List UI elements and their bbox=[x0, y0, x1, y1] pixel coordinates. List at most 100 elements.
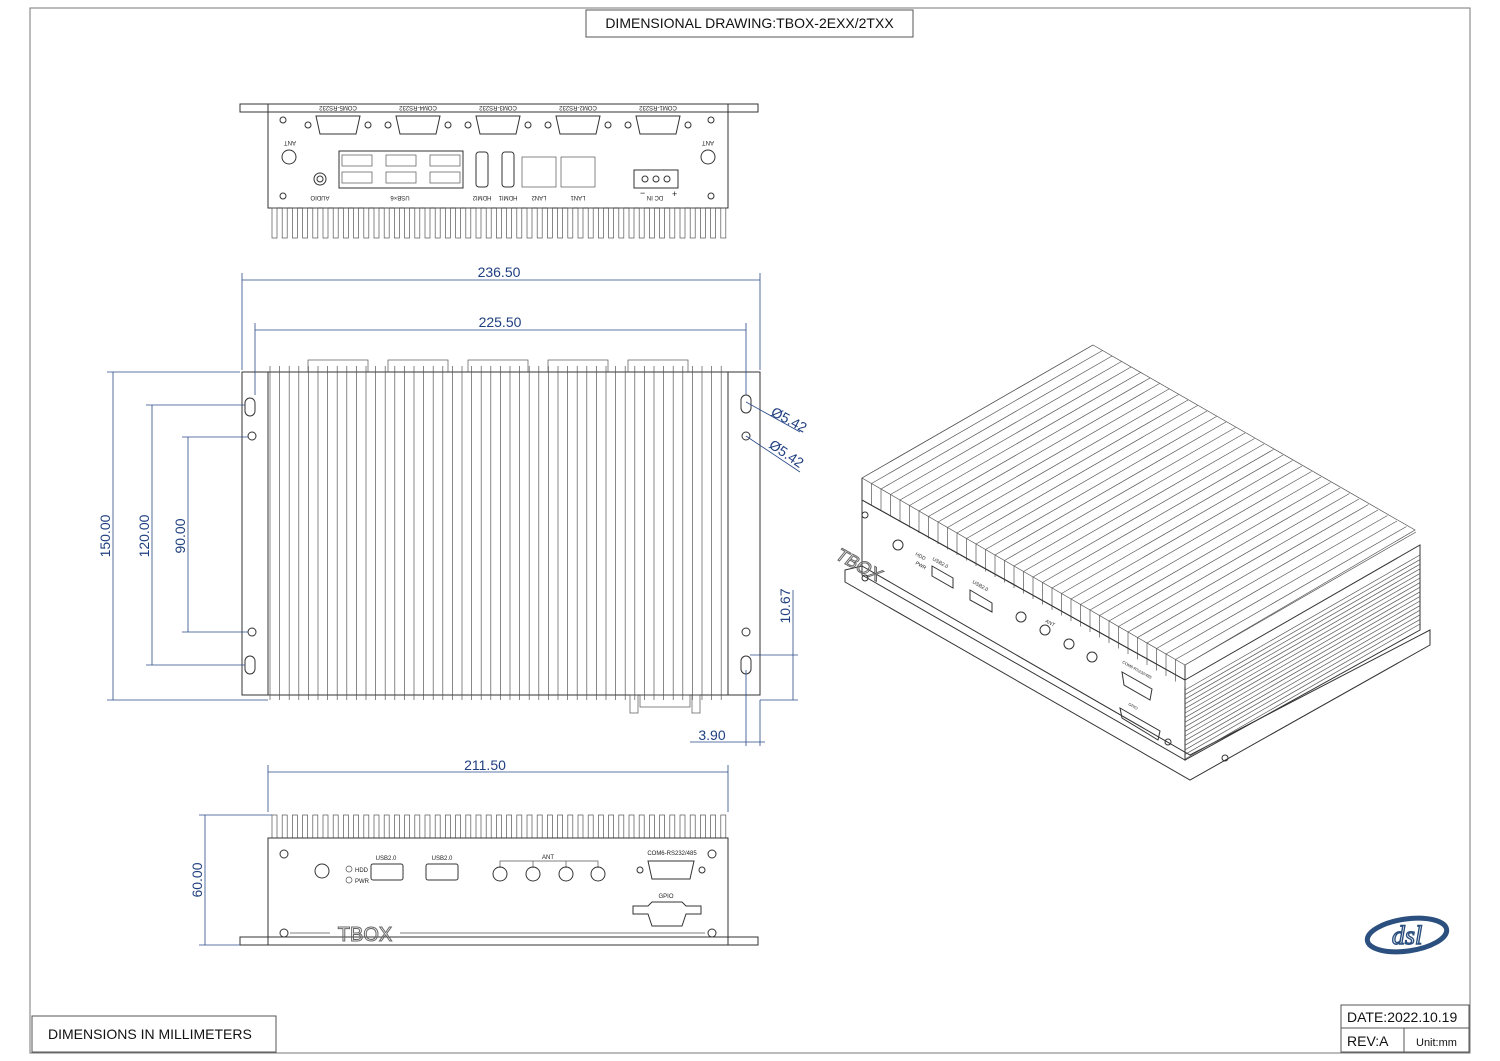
heatsink-fin bbox=[404, 207, 410, 239]
front-dimensions: 211.50 60.00 bbox=[189, 757, 729, 946]
heatsink-fin bbox=[332, 207, 339, 239]
heatsink-fin bbox=[455, 207, 461, 239]
heatsink-fin bbox=[700, 814, 706, 839]
heatsink-fin bbox=[649, 207, 655, 239]
screw-icon bbox=[544, 121, 552, 129]
hdmi2-label: HDMI2 bbox=[472, 194, 491, 200]
gpio-label: GPIO bbox=[658, 894, 673, 900]
dim-front-width: 211.50 bbox=[464, 757, 506, 773]
dim-hole-dia-1: Ø5.42 bbox=[769, 404, 810, 436]
units-note: DIMENSIONS IN MILLIMETERS bbox=[48, 1026, 252, 1042]
db9-connector-icon bbox=[555, 115, 601, 135]
heatsink-fin bbox=[394, 814, 400, 839]
dim-width-overall: 236.50 bbox=[478, 264, 521, 280]
svg-text:dsl: dsl bbox=[1392, 921, 1422, 950]
heatsink-fin bbox=[465, 814, 472, 839]
usb1-label: USB2.0 bbox=[376, 856, 397, 862]
heatsink-fin bbox=[557, 207, 563, 239]
revision-field: REV:A bbox=[1347, 1033, 1389, 1049]
sheet-border bbox=[29, 7, 1471, 1054]
heatsink-fin bbox=[689, 814, 696, 839]
iso-ant-label: ANT bbox=[1044, 619, 1056, 629]
heatsink-fin bbox=[1184, 531, 1417, 666]
tbox-brand-front: TBOX bbox=[338, 924, 392, 946]
heatsink-fin bbox=[271, 814, 278, 839]
heatsink-fin bbox=[689, 207, 696, 239]
heatsink-fin bbox=[516, 814, 523, 839]
plan-view bbox=[241, 359, 761, 714]
heatsink-fin bbox=[577, 814, 584, 839]
plan-dimensions: 236.50 225.50 150.00 120.00 90.00 Ø5.42 … bbox=[97, 264, 810, 746]
heatsink-fin bbox=[659, 207, 665, 239]
heatsink-fin bbox=[918, 377, 1151, 512]
heatsink-fin bbox=[465, 207, 472, 239]
tbox-brand-iso: TBOX bbox=[831, 545, 887, 584]
heatsink-fin bbox=[975, 410, 1208, 545]
com-port-label: COM5-RS232 bbox=[319, 104, 357, 110]
heatsink-fin bbox=[475, 814, 482, 839]
dc-plus-label: + bbox=[672, 189, 677, 199]
heatsink-fin bbox=[567, 814, 574, 839]
heatsink-fin bbox=[899, 366, 1132, 501]
screw-icon bbox=[624, 121, 632, 129]
heatsink-fin bbox=[434, 814, 441, 839]
heatsink-fin bbox=[424, 814, 431, 839]
heatsink-fin bbox=[281, 814, 288, 839]
iso-hdd-label: HDD bbox=[914, 552, 927, 563]
screw-icon bbox=[364, 121, 372, 129]
heatsink-fin bbox=[947, 394, 1179, 528]
heatsink-fin bbox=[547, 207, 553, 239]
db9-connector-icon bbox=[395, 115, 441, 135]
dim-depth-overall: 150.00 bbox=[97, 514, 113, 557]
heatsink-fin bbox=[1175, 526, 1407, 660]
side-fin bbox=[1184, 596, 1421, 732]
heatsink-fin bbox=[1156, 515, 1388, 649]
heatsink-fin bbox=[1004, 427, 1236, 561]
screw-icon bbox=[384, 121, 392, 129]
side-fin bbox=[1184, 614, 1421, 751]
com-port-4: COM2-RS232 bbox=[544, 104, 612, 135]
heatsink-fin bbox=[383, 814, 390, 839]
com-port-1: COM5-RS232 bbox=[304, 104, 372, 135]
heatsink-fin bbox=[890, 361, 1122, 495]
heatsink-fin bbox=[343, 207, 349, 239]
pwr-label: PWR bbox=[355, 879, 370, 885]
screw-icon bbox=[444, 121, 452, 129]
heatsink-fin bbox=[271, 207, 278, 239]
side-fin bbox=[1184, 559, 1421, 695]
heatsink-fin bbox=[312, 814, 319, 839]
heatsink-fin bbox=[937, 388, 1170, 523]
dim-front-height: 60.00 bbox=[189, 862, 205, 897]
lan1-label: LAN1 bbox=[570, 194, 586, 200]
date-field: DATE:2022.10.19 bbox=[1347, 1009, 1457, 1025]
heatsink-fin bbox=[302, 814, 308, 839]
heatsink-fin bbox=[909, 372, 1141, 506]
com-port-label: COM4-RS232 bbox=[399, 104, 437, 110]
heatsink-fin bbox=[404, 814, 410, 839]
heatsink-fin bbox=[710, 814, 716, 839]
heatsink-fin bbox=[679, 814, 686, 839]
heatsink-fin bbox=[394, 207, 400, 239]
side-fin bbox=[1184, 586, 1421, 723]
heatsink-fin bbox=[587, 207, 594, 239]
heatsink-fin bbox=[496, 814, 502, 839]
dim-slot-edge: 3.90 bbox=[698, 727, 725, 743]
heatsink-fin bbox=[281, 207, 288, 239]
heatsink-fin bbox=[322, 814, 329, 839]
heatsink-fin bbox=[608, 814, 614, 839]
hdd-label: HDD bbox=[355, 868, 369, 874]
heatsink-fin bbox=[618, 814, 625, 839]
heatsink-fin bbox=[577, 207, 584, 239]
heatsink-fin bbox=[506, 814, 512, 839]
heatsink-fin bbox=[557, 814, 563, 839]
side-fin bbox=[1184, 591, 1421, 728]
heatsink-fin bbox=[363, 207, 370, 239]
com-port-label: COM1-RS232 bbox=[639, 104, 677, 110]
db9-connector-icon bbox=[475, 115, 521, 135]
heatsink-fin bbox=[516, 207, 523, 239]
heatsink-fin bbox=[1051, 454, 1284, 589]
heatsink-fin bbox=[312, 207, 319, 239]
heatsink-fin bbox=[1127, 498, 1360, 633]
